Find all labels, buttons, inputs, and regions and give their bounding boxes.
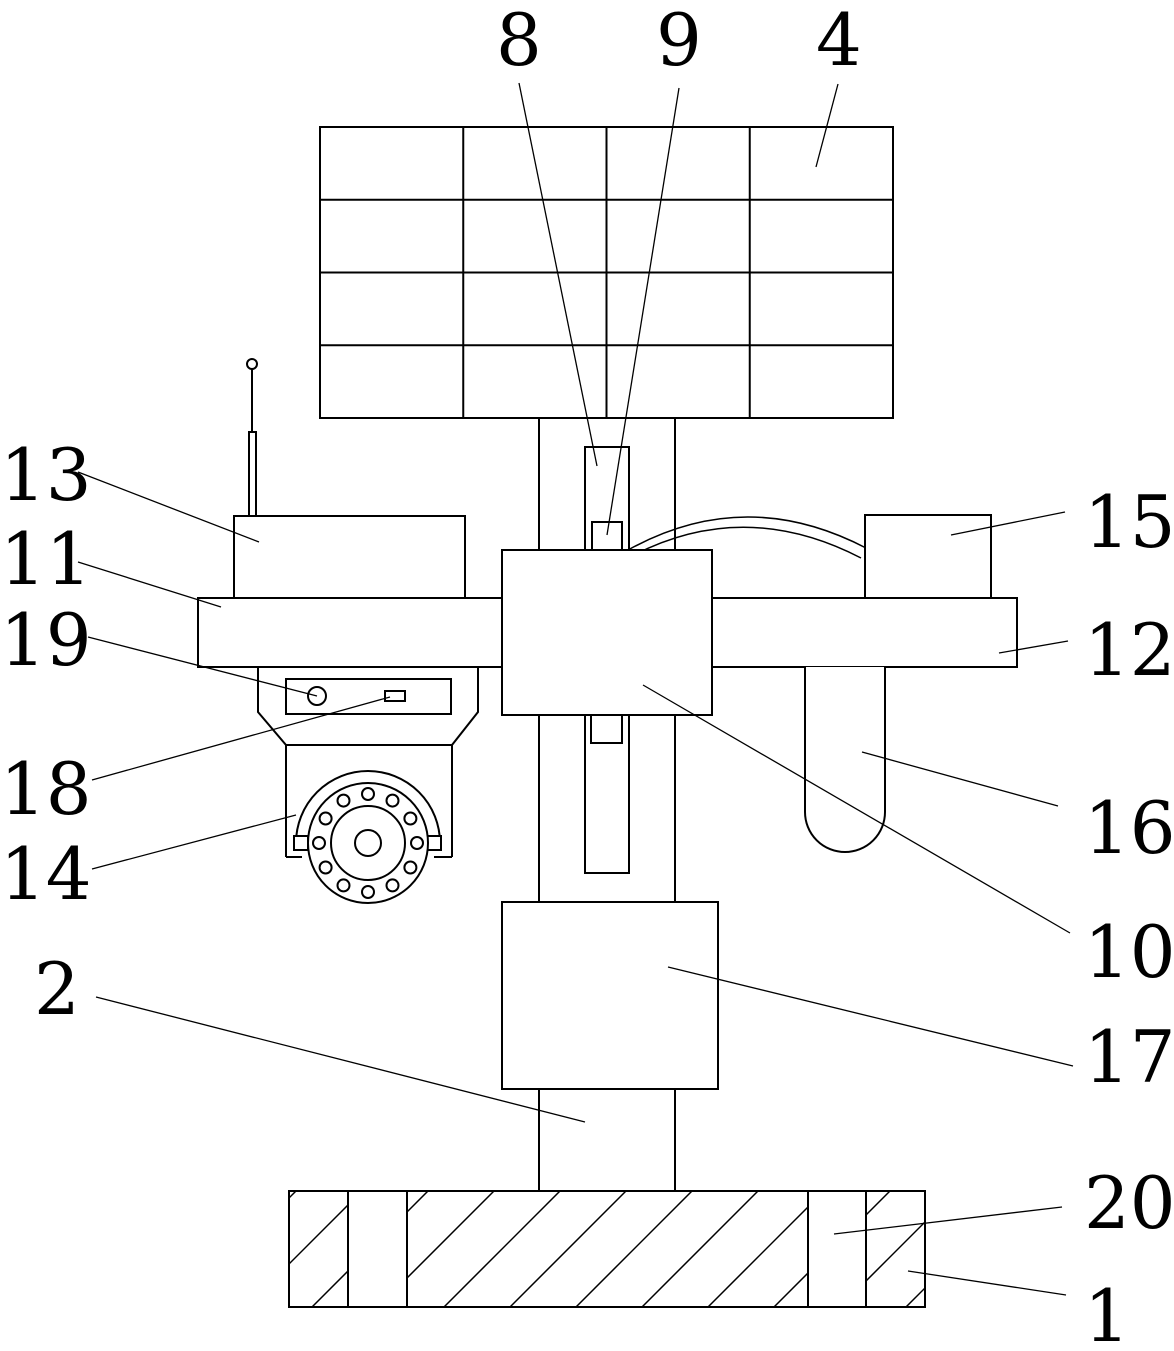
label-15: 15 [1084, 480, 1174, 564]
led [336, 878, 351, 893]
hatch-line [575, 1191, 693, 1307]
hatch-line [905, 1286, 925, 1307]
base-band [348, 1192, 407, 1306]
left-arm [197, 597, 504, 668]
u-tube [804, 667, 886, 853]
hatch-line [289, 1191, 297, 1200]
label-19: 19 [0, 598, 92, 682]
label-12: 12 [1084, 608, 1174, 692]
cable-inner [633, 526, 862, 559]
label-9: 9 [656, 0, 702, 82]
led [385, 878, 400, 893]
label-16: 16 [1084, 786, 1174, 870]
label-14: 14 [0, 832, 92, 916]
base-band [808, 1192, 866, 1306]
cable-outer [627, 516, 867, 551]
transmitter-box [233, 515, 466, 599]
label-1: 1 [1084, 1274, 1130, 1351]
label-20: 20 [1084, 1161, 1174, 1245]
led [318, 811, 333, 826]
sensor [384, 690, 406, 702]
hatch-line [443, 1191, 561, 1307]
led [336, 793, 351, 808]
base-hatching [289, 1191, 925, 1307]
slider-top [591, 521, 623, 551]
label-2: 2 [34, 947, 80, 1031]
hatch-line [641, 1191, 759, 1307]
hatch-line [707, 1191, 825, 1307]
led [361, 885, 375, 899]
led [312, 836, 326, 850]
led [385, 793, 400, 808]
controller-box [501, 901, 719, 1090]
label-13: 13 [0, 433, 92, 517]
label-8: 8 [496, 0, 542, 82]
hatch-line [289, 1191, 363, 1266]
base-block [288, 1190, 926, 1308]
leader-lines [77, 82, 1074, 1296]
led [403, 860, 418, 875]
label-18: 18 [0, 747, 92, 831]
right-arm [711, 597, 1018, 668]
hatch-line [509, 1191, 627, 1307]
led [403, 811, 418, 826]
antenna [246, 358, 258, 517]
label-4: 4 [816, 0, 862, 82]
led [361, 787, 375, 801]
slider-bottom [590, 713, 623, 744]
solar-panel [319, 126, 894, 419]
led [318, 860, 333, 875]
camera-mount [257, 667, 479, 858]
central-block [501, 549, 713, 716]
label-11: 11 [0, 517, 92, 601]
camera [293, 770, 442, 904]
led [410, 836, 424, 850]
right-box [864, 514, 992, 599]
label-17: 17 [1084, 1015, 1174, 1099]
label-10: 10 [1084, 910, 1174, 994]
